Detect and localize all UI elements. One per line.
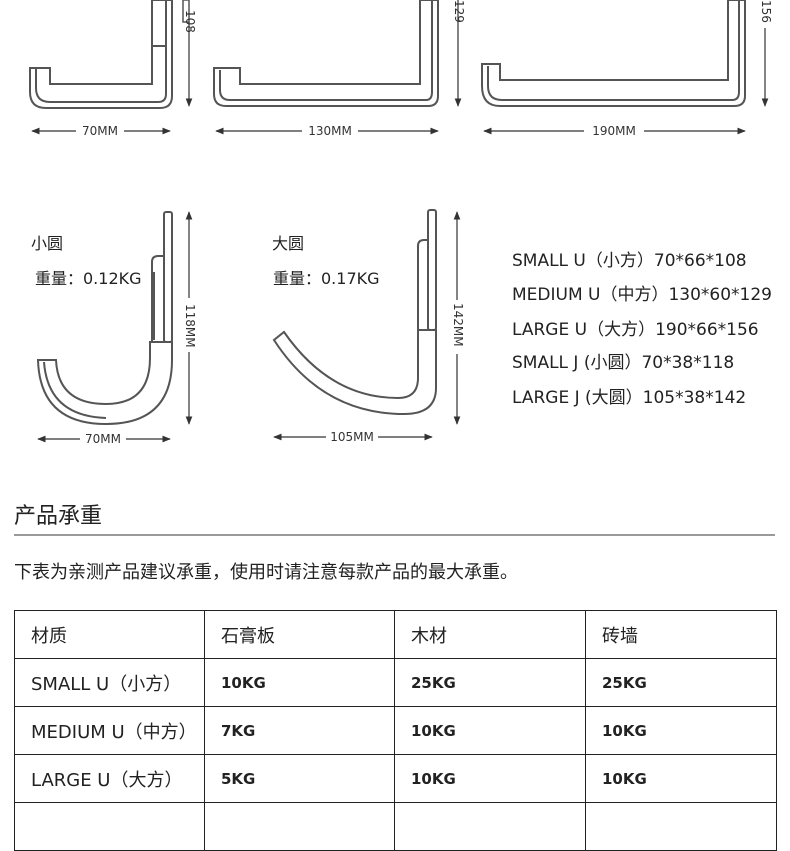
row-product: SMALL U（小方） — [14, 658, 205, 707]
row-value — [204, 802, 395, 851]
small-u-hook-drawing — [29, 0, 173, 109]
medium-u-width-label: 130MM — [308, 124, 352, 138]
row-value: 5KG — [204, 754, 395, 803]
large-j-hook-drawing — [272, 209, 437, 416]
header-brick-wall: 砖墙 — [585, 610, 777, 659]
header-wood: 木材 — [394, 610, 586, 659]
small-round-weight: 重量：0.12KG — [35, 269, 142, 288]
row-product — [14, 802, 205, 851]
row-value: 25KG — [585, 658, 777, 707]
small-u-width-label: 70MM — [82, 124, 118, 138]
spec-small-j: SMALL J (小圆）70*38*118 — [512, 353, 735, 373]
row-value: 7KG — [204, 706, 395, 755]
header-plasterboard: 石膏板 — [204, 610, 395, 659]
row-product: MEDIUM U（中方） — [14, 706, 205, 755]
small-u-wall-plate — [182, 0, 190, 23]
table-row: LARGE U（大方） 5KG 10KG 10KG — [14, 754, 777, 803]
spec-small-u: SMALL U（小方）70*66*108 — [512, 251, 747, 271]
small-round-name: 小圆 — [31, 234, 64, 253]
medium-u-height-label: 129 — [452, 0, 466, 23]
row-value: 10KG — [204, 658, 395, 707]
hook-diagrams: 108 70MM 129 130MM 156 190MM 118MM 70MM — [29, 0, 773, 446]
small-j-width-label: 70MM — [85, 432, 121, 446]
spec-large-u: LARGE U（大方）190*66*156 — [512, 320, 759, 340]
row-value: 25KG — [394, 658, 586, 707]
spec-large-j: LARGE J (大圆）105*38*142 — [512, 388, 747, 408]
row-value — [585, 802, 777, 851]
section-divider — [14, 534, 775, 536]
row-value — [394, 802, 586, 851]
row-value: 10KG — [585, 754, 777, 803]
row-value: 10KG — [394, 706, 586, 755]
section-title: 产品承重 — [14, 504, 103, 529]
load-note: 下表为亲测产品建议承重，使用时请注意每款产品的最大承重。 — [14, 562, 518, 583]
large-round-name: 大圆 — [272, 234, 305, 253]
row-value: 10KG — [394, 754, 586, 803]
table-header-row: 材质 石膏板 木材 砖墙 — [14, 610, 777, 659]
row-value: 10KG — [585, 706, 777, 755]
medium-u-hook-drawing — [213, 0, 439, 107]
small-u-height-label: 108 — [183, 10, 197, 33]
large-round-weight: 重量：0.17KG — [273, 269, 380, 288]
large-j-width-label: 105MM — [330, 430, 374, 444]
table-row: MEDIUM U（中方） 7KG 10KG 10KG — [14, 706, 777, 755]
small-j-hook-drawing — [36, 211, 173, 426]
large-u-width-label: 190MM — [592, 124, 636, 138]
large-j-height-label: 142MM — [451, 303, 465, 347]
row-product: LARGE U（大方） — [14, 754, 205, 803]
small-j-height-label: 118MM — [183, 304, 197, 348]
table-row: SMALL U（小方） 10KG 25KG 25KG — [14, 658, 777, 707]
large-u-height-label: 156 — [759, 0, 773, 23]
table-row — [14, 802, 777, 851]
large-u-hook-drawing — [481, 0, 746, 107]
spec-medium-u: MEDIUM U（中方）130*60*129 — [512, 285, 772, 305]
header-material: 材质 — [14, 610, 205, 659]
load-table: 材质 石膏板 木材 砖墙 SMALL U（小方） 10KG 25KG 25KG … — [14, 610, 777, 851]
